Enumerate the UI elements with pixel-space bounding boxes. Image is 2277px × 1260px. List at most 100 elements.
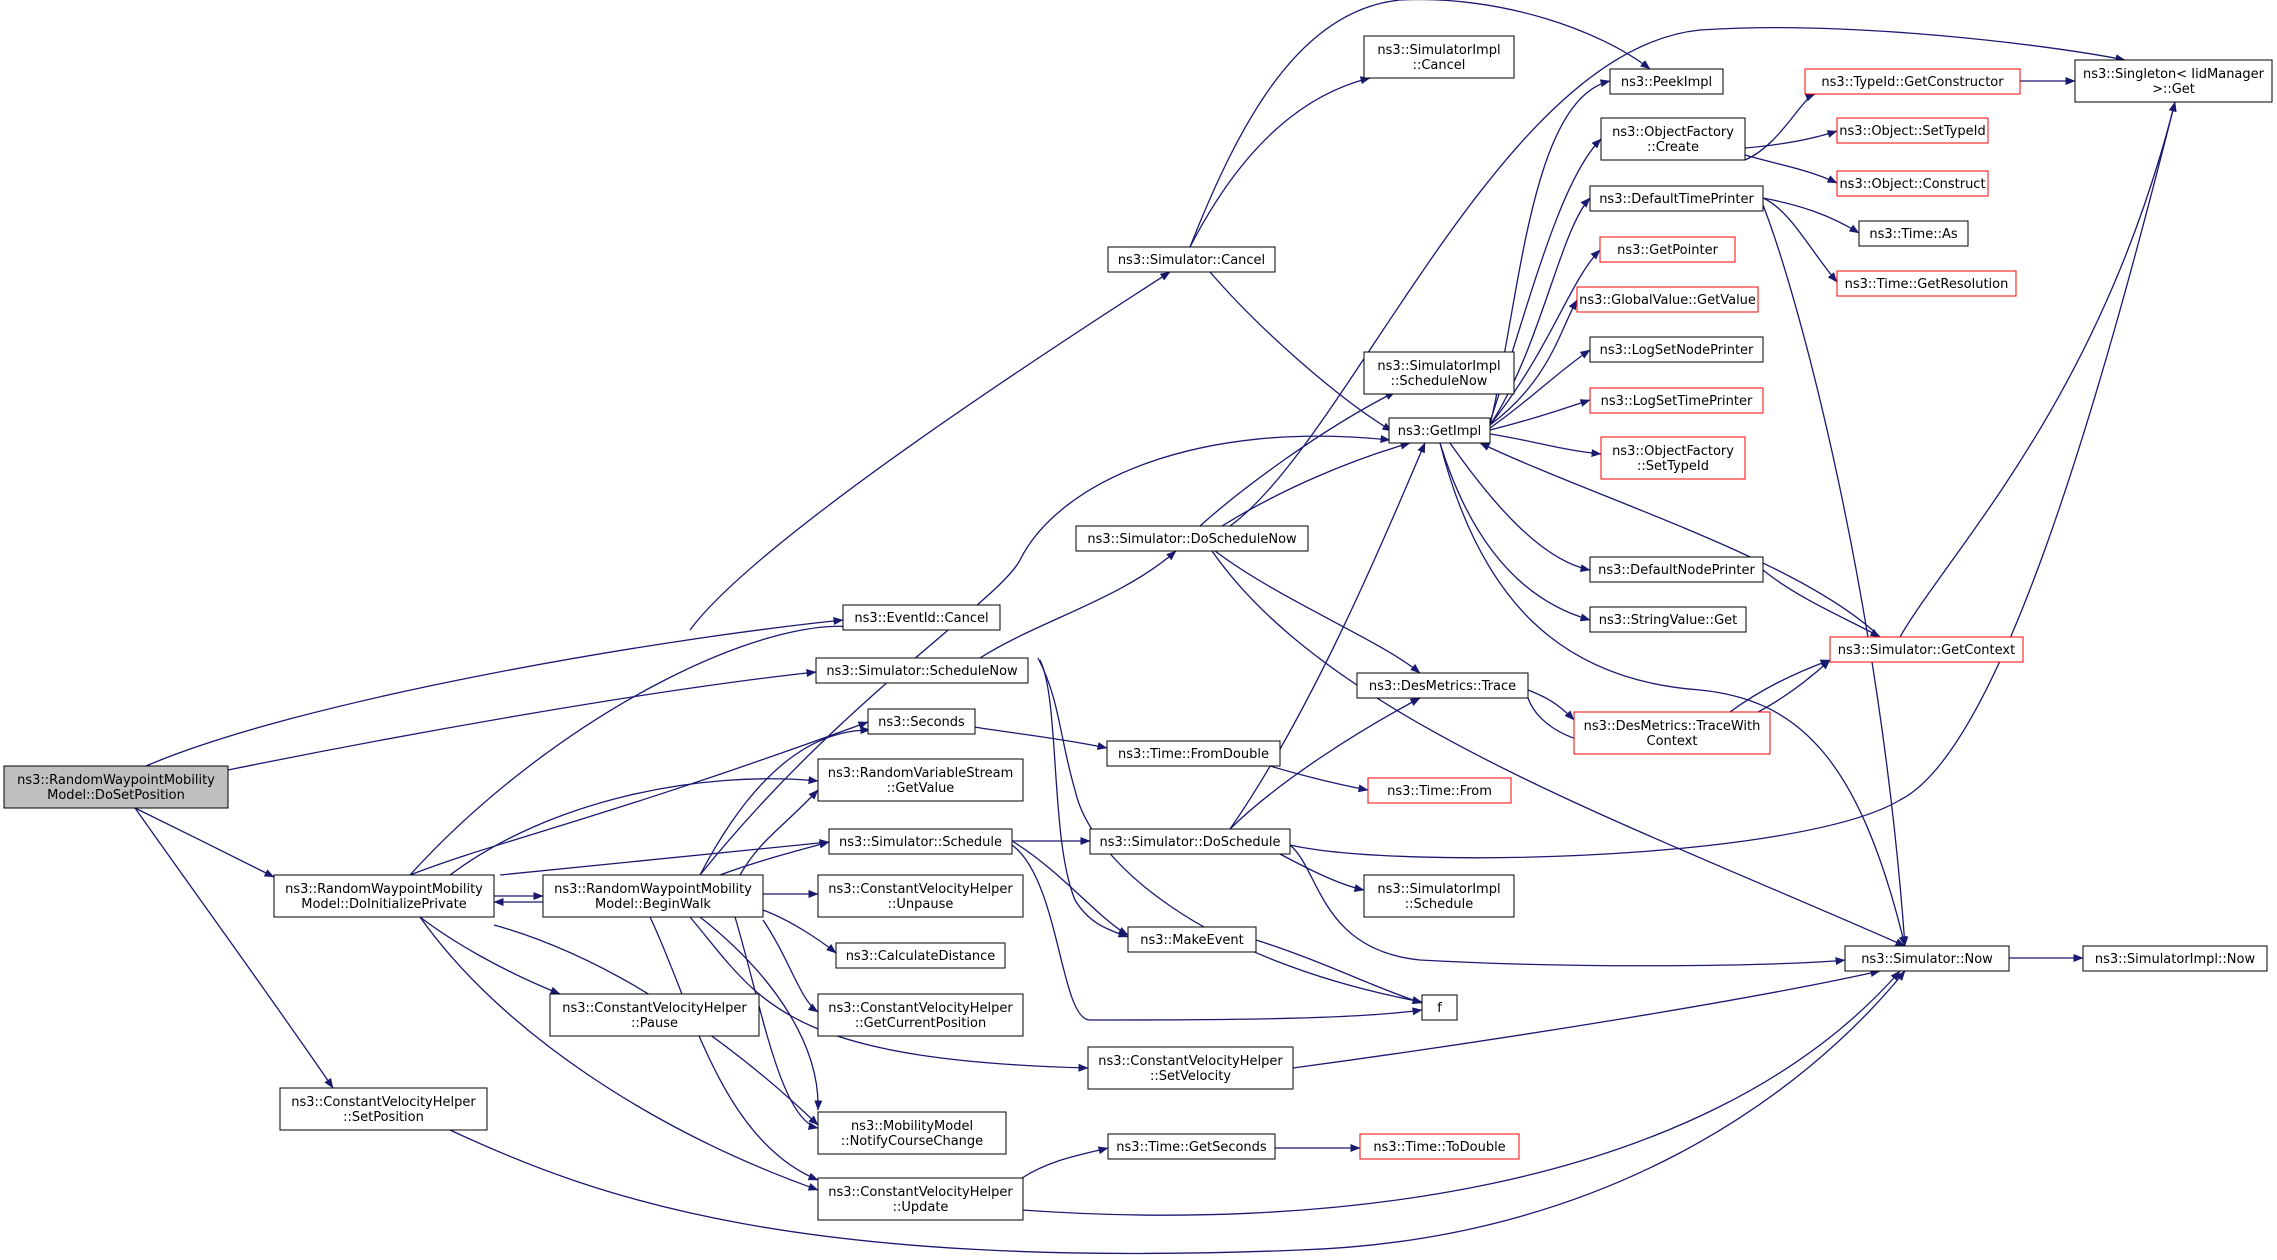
node-label: ns3::Singleton< IidManager xyxy=(2083,67,2265,82)
node-box xyxy=(1388,417,1491,444)
node-box xyxy=(1589,185,1764,212)
node-label: ns3::SimulatorImpl::Now xyxy=(2095,952,2256,967)
node-fromdouble[interactable]: ns3::Time::FromDouble xyxy=(1106,740,1281,767)
node-box xyxy=(273,874,495,918)
node-label: ns3::TypeId::GetConstructor xyxy=(1821,75,2004,90)
node-calcdist[interactable]: ns3::CalculateDistance xyxy=(835,942,1006,969)
node-label: ::Schedule xyxy=(1405,897,1474,912)
node-objsettype[interactable]: ns3::Object::SetTypeId xyxy=(1836,117,1989,144)
node-root: ns3::RandomWaypointMobilityModel::DoSetP… xyxy=(3,765,229,809)
call-edge xyxy=(719,840,830,876)
call-edge xyxy=(1039,659,1129,938)
node-label: ns3::SimulatorImpl xyxy=(1377,43,1500,58)
node-getctx[interactable]: ns3::Simulator::GetContext xyxy=(1829,636,2024,663)
node-label: ns3::PeekImpl xyxy=(1621,75,1712,90)
node-lsnp[interactable]: ns3::LogSetNodePrinter xyxy=(1589,336,1764,363)
node-getseconds[interactable]: ns3::Time::GetSeconds xyxy=(1107,1133,1276,1160)
node-box xyxy=(1363,351,1515,395)
node-peekimpl[interactable]: ns3::PeekImpl xyxy=(1609,68,1724,95)
node-implcancel[interactable]: ns3::SimulatorImpl::Cancel xyxy=(1363,35,1515,79)
node-objconstruct[interactable]: ns3::Object::Construct xyxy=(1836,170,1989,197)
node-dnp[interactable]: ns3::DefaultNodePrinter xyxy=(1589,556,1764,583)
call-edge xyxy=(1762,197,1860,234)
node-setpos[interactable]: ns3::ConstantVelocityHelper::SetPosition xyxy=(279,1087,488,1131)
node-label: ns3::Time::As xyxy=(1869,227,1958,242)
node-eventcancel[interactable]: ns3::EventId::Cancel xyxy=(842,604,1001,631)
call-edge xyxy=(1762,204,1909,947)
node-box xyxy=(2074,59,2273,103)
node-update[interactable]: ns3::ConstantVelocityHelper::Update xyxy=(817,1177,1024,1221)
call-edge xyxy=(1744,93,1816,161)
call-edge xyxy=(1229,697,1421,830)
node-f[interactable]: f xyxy=(1421,994,1458,1021)
edges-layer xyxy=(134,0,2177,1255)
node-doinit[interactable]: ns3::RandomWaypointMobilityModel::DoInit… xyxy=(273,874,495,918)
node-label: ns3::SimulatorImpl xyxy=(1377,882,1500,897)
call-edge xyxy=(1899,101,2177,638)
call-edge xyxy=(1527,689,1575,721)
node-ofcreate[interactable]: ns3::ObjectFactory::Create xyxy=(1600,117,1746,161)
node-getpointer[interactable]: ns3::GetPointer xyxy=(1599,236,1736,263)
node-box xyxy=(817,874,1024,918)
node-label: ::Create xyxy=(1647,140,1699,155)
node-lstp[interactable]: ns3::LogSetTimePrinter xyxy=(1589,387,1764,414)
node-box xyxy=(1836,270,2017,297)
node-sched[interactable]: ns3::Simulator::Schedule xyxy=(828,828,1013,855)
node-label: ns3::CalculateDistance xyxy=(846,949,996,964)
node-getcurpos[interactable]: ns3::ConstantVelocityHelper::GetCurrentP… xyxy=(817,993,1024,1037)
node-setvel[interactable]: ns3::ConstantVelocityHelper::SetVelocity xyxy=(1087,1046,1294,1090)
node-unpause[interactable]: ns3::ConstantVelocityHelper::Unpause xyxy=(817,874,1024,918)
node-schednow[interactable]: ns3::Simulator::ScheduleNow xyxy=(815,657,1029,684)
call-edge xyxy=(979,550,1177,659)
node-getimpl[interactable]: ns3::GetImpl xyxy=(1388,417,1491,444)
node-label: ns3::SimulatorImpl xyxy=(1377,359,1500,374)
call-edge xyxy=(1729,659,1831,713)
node-box xyxy=(279,1087,488,1131)
node-label: ns3::ConstantVelocityHelper xyxy=(828,882,1013,897)
node-label: ns3::Time::From xyxy=(1387,784,1492,799)
node-box xyxy=(1576,286,1759,313)
node-trace[interactable]: ns3::DesMetrics::Trace xyxy=(1356,672,1529,699)
node-box xyxy=(1600,436,1746,480)
node-singleton[interactable]: ns3::Singleton< IidManager>::Get xyxy=(2074,59,2273,103)
node-implnow[interactable]: ns3::SimulatorImpl::Now xyxy=(2082,945,2268,972)
node-strget[interactable]: ns3::StringValue::Get xyxy=(1589,606,1747,633)
node-beginwalk[interactable]: ns3::RandomWaypointMobilityModel::BeginW… xyxy=(542,874,764,918)
call-edge xyxy=(1489,433,1602,458)
node-makeevent[interactable]: ns3::MakeEvent xyxy=(1127,926,1257,953)
node-label: ns3::DefaultTimePrinter xyxy=(1599,192,1754,207)
node-label: ::SetTypeId xyxy=(1637,459,1709,474)
node-label: ::SetPosition xyxy=(343,1110,424,1125)
node-box xyxy=(1127,926,1257,953)
node-seconds[interactable]: ns3::Seconds xyxy=(867,708,976,735)
node-doschednow[interactable]: ns3::Simulator::DoScheduleNow xyxy=(1075,525,1309,552)
node-label: ns3::Simulator::DoSchedule xyxy=(1099,835,1280,850)
node-ofsettype[interactable]: ns3::ObjectFactory::SetTypeId xyxy=(1600,436,1746,480)
node-pause[interactable]: ns3::ConstantVelocityHelper::Pause xyxy=(549,993,760,1037)
node-implschednow[interactable]: ns3::SimulatorImpl::ScheduleNow xyxy=(1363,351,1515,395)
node-box xyxy=(1589,606,1747,633)
node-todouble[interactable]: ns3::Time::ToDouble xyxy=(1359,1133,1520,1160)
node-implsched[interactable]: ns3::SimulatorImpl::Schedule xyxy=(1363,874,1515,918)
node-simnow[interactable]: ns3::Simulator::Now xyxy=(1844,945,2010,972)
node-rvsget[interactable]: ns3::RandomVariableStream::GetValue xyxy=(817,758,1024,802)
call-edge xyxy=(1021,970,1901,1216)
node-simcancel[interactable]: ns3::Simulator::Cancel xyxy=(1107,246,1276,273)
node-timeas[interactable]: ns3::Time::As xyxy=(1858,220,1969,247)
node-dtp[interactable]: ns3::DefaultTimePrinter xyxy=(1589,185,1764,212)
node-getres[interactable]: ns3::Time::GetResolution xyxy=(1836,270,2017,297)
node-label: ns3::Seconds xyxy=(878,715,965,730)
node-notify[interactable]: ns3::MobilityModel::NotifyCourseChange xyxy=(817,1111,1007,1155)
node-label: Model::BeginWalk xyxy=(595,897,711,912)
node-timefrom[interactable]: ns3::Time::From xyxy=(1367,777,1512,804)
node-gvget[interactable]: ns3::GlobalValue::GetValue xyxy=(1576,286,1759,313)
call-edge xyxy=(499,838,830,876)
call-edge xyxy=(689,271,1171,631)
call-edge xyxy=(1199,391,1396,527)
node-label: ns3::MakeEvent xyxy=(1140,933,1244,948)
node-dosched[interactable]: ns3::Simulator::DoSchedule xyxy=(1089,828,1291,855)
node-label: ns3::Time::GetSeconds xyxy=(1116,1140,1267,1155)
node-typeidctor[interactable]: ns3::TypeId::GetConstructor xyxy=(1804,68,2021,95)
call-edge xyxy=(1292,969,1881,1069)
